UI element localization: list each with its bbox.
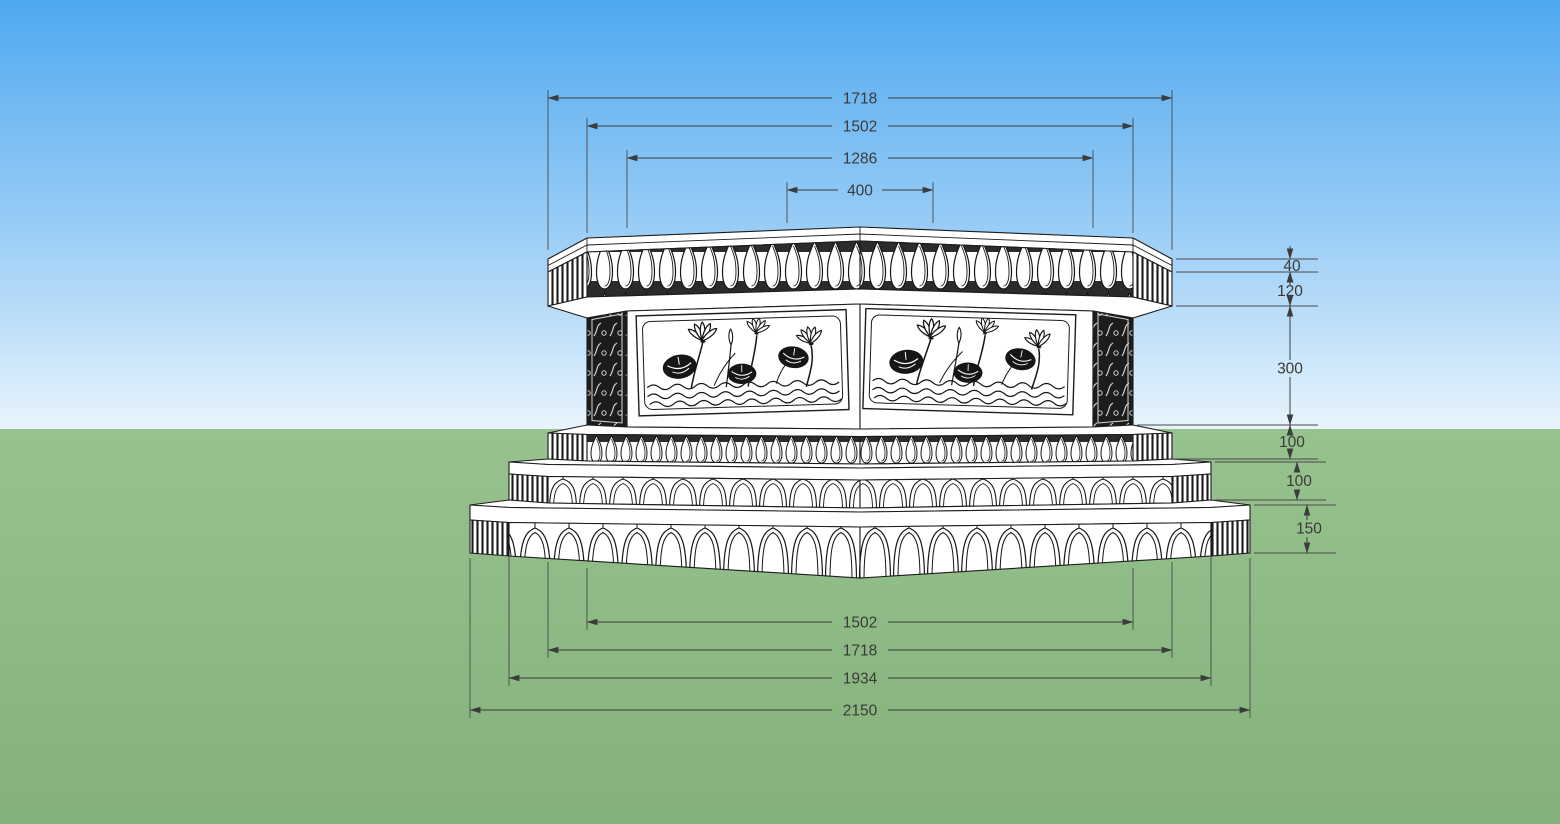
dim-right-chain: 40 120 300 100 100	[1137, 246, 1336, 554]
main-body	[586, 303, 1134, 430]
dim-right-100b: 100	[1286, 461, 1312, 501]
dim-top-400: 400	[786, 182, 934, 223]
dim-right-120: 120	[1277, 271, 1303, 307]
dim-label: 100	[1279, 434, 1305, 451]
dim-label: 1502	[843, 119, 877, 136]
step-2	[469, 499, 1251, 579]
dimension-annotations: 1718 1502 1286 400	[469, 90, 1336, 720]
dim-right-300: 300	[1277, 305, 1303, 426]
dim-label: 400	[847, 183, 873, 200]
dim-label: 1718	[843, 91, 877, 108]
dim-label: 300	[1277, 361, 1303, 378]
lotus-panel-left	[635, 308, 850, 417]
dim-label: 40	[1283, 258, 1301, 275]
dim-label: 120	[1277, 283, 1303, 300]
dim-bottom-1502: 1502	[586, 568, 1134, 632]
dim-bottom-1934: 1934	[508, 556, 1212, 688]
dim-label: 2150	[843, 703, 878, 720]
dim-label: 150	[1296, 521, 1322, 538]
dim-right-100a: 100	[1279, 424, 1305, 460]
body-side-left	[586, 310, 628, 428]
lotus-panel-right	[862, 307, 1077, 416]
lower-cornice-band	[547, 432, 1173, 465]
dim-label: 1502	[843, 615, 877, 632]
dim-bottom-1718: 1718	[547, 562, 1173, 660]
dim-bottom-2150: 2150	[469, 558, 1251, 720]
body-side-right	[1092, 310, 1134, 428]
dim-label: 1934	[843, 671, 878, 688]
dim-label: 1286	[843, 151, 877, 168]
pedestal-model	[469, 226, 1251, 579]
dim-top-1502: 1502	[586, 118, 1134, 233]
dim-label: 100	[1286, 473, 1312, 490]
dim-right-150: 150	[1296, 504, 1322, 554]
step-1	[508, 458, 1212, 509]
dim-top-1286: 1286	[626, 150, 1094, 228]
dim-label: 1718	[843, 643, 877, 660]
dim-top-1718: 1718	[547, 90, 1173, 250]
